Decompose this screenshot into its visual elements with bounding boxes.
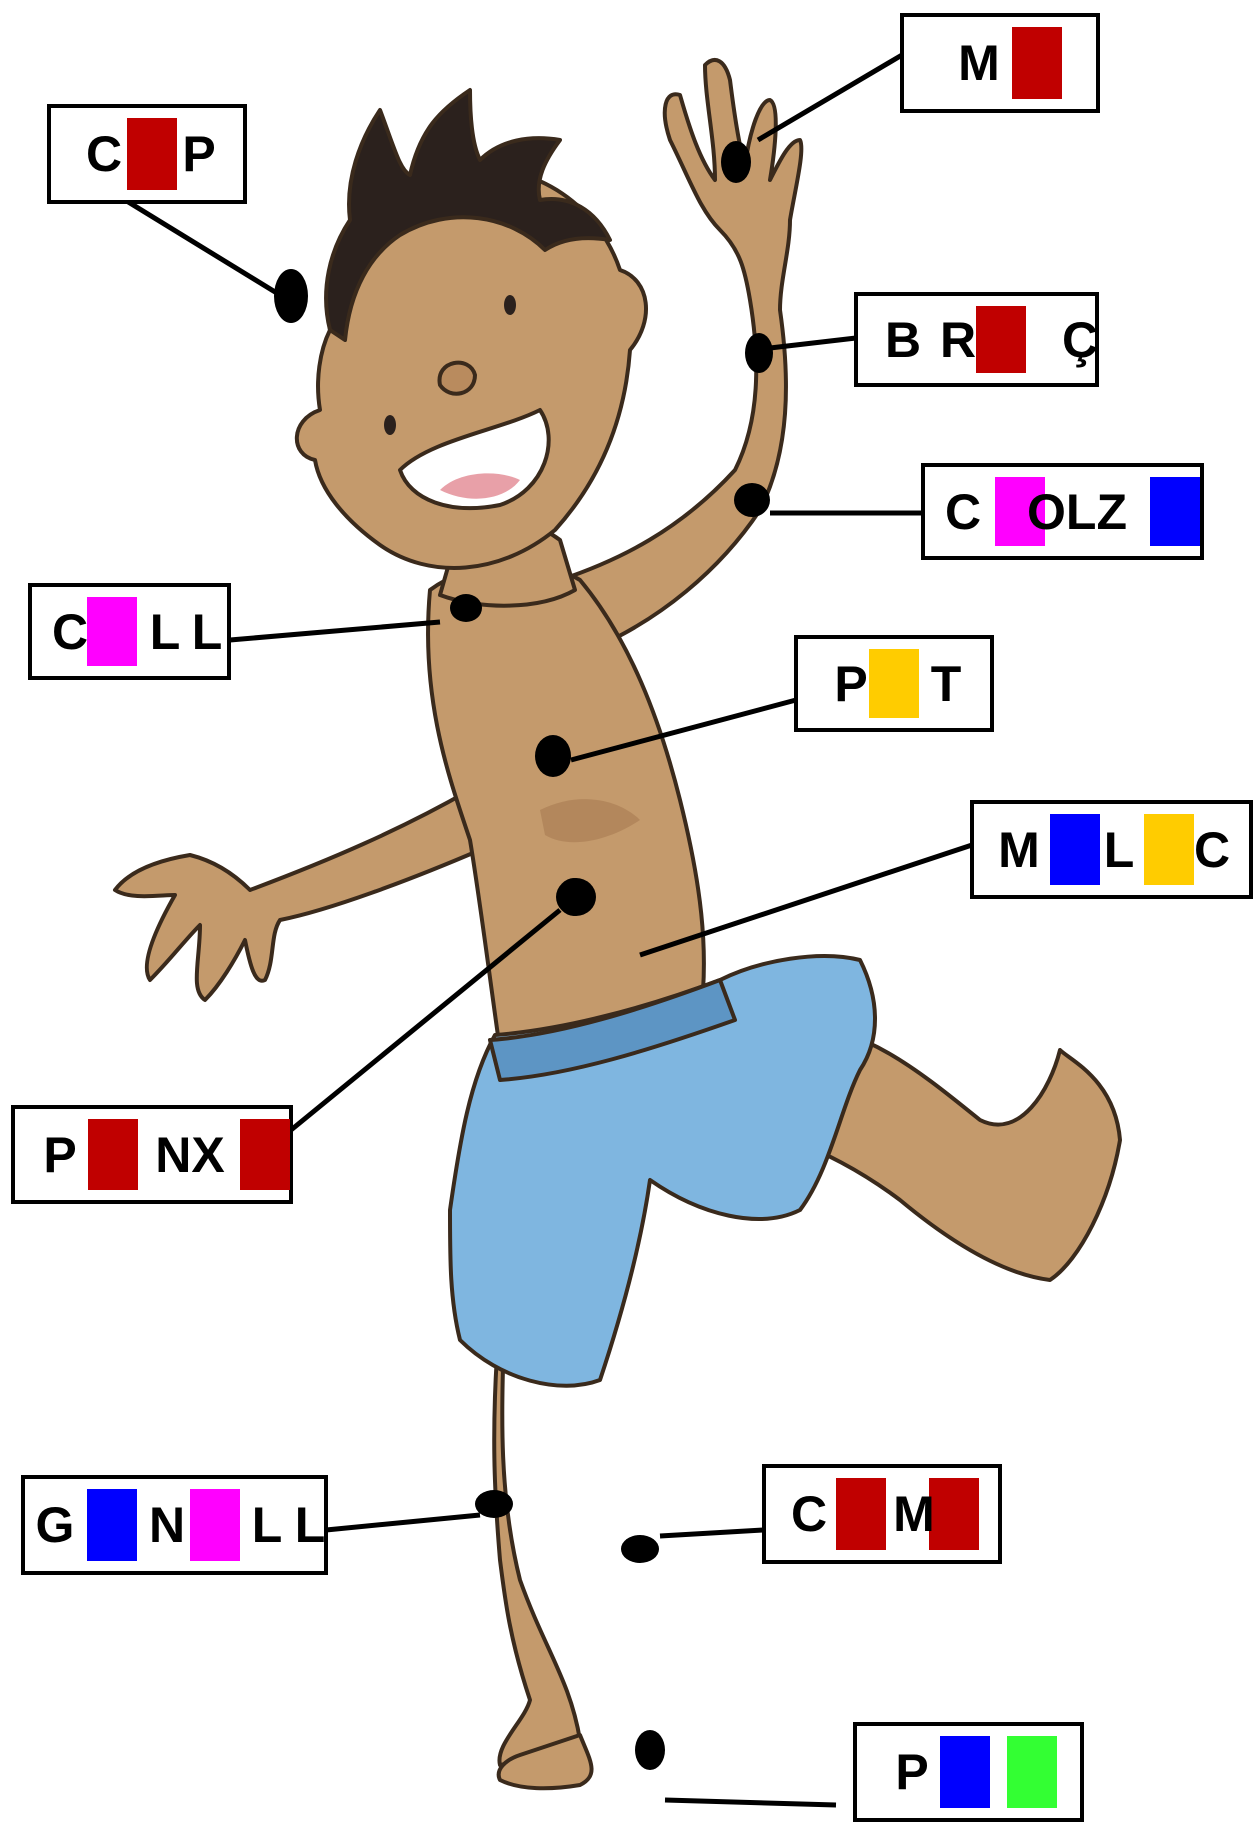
word-label-cotze: C OLZ (921, 463, 1204, 560)
connector-lines (123, 52, 973, 1808)
letter: P (895, 1744, 929, 1800)
letter: G (35, 1497, 75, 1553)
connector-line-genoll (325, 1512, 481, 1533)
letter: P (43, 1126, 77, 1183)
hair (324, 88, 612, 342)
letter: NX (155, 1126, 225, 1183)
letter: L (191, 603, 223, 660)
missing-letter-cell[interactable] (836, 1478, 886, 1550)
nose (437, 360, 477, 396)
letter: R (939, 311, 977, 368)
missing-letter-cell[interactable] (240, 1119, 290, 1190)
missing-letter-cell[interactable] (940, 1736, 990, 1808)
marker-dot-cap (274, 269, 308, 323)
letter: P (182, 126, 216, 182)
letter: L (149, 603, 181, 660)
letter: C (790, 1486, 828, 1542)
letter: N (148, 1497, 186, 1553)
missing-letter-cell[interactable] (976, 306, 1026, 373)
marker-dot-coll (450, 594, 482, 622)
word-label-panxa: P NX (11, 1105, 293, 1204)
letter: OLZ (1027, 483, 1127, 540)
marker-dot-panxa (556, 878, 596, 916)
marker-dot-peu (635, 1730, 665, 1770)
missing-letter-cell[interactable] (1050, 814, 1100, 885)
missing-letter-cell[interactable] (1012, 27, 1062, 99)
letter: L (294, 1497, 326, 1553)
missing-letter-cell[interactable] (127, 118, 177, 190)
letter: M (998, 821, 1040, 878)
connector-line-ma (756, 52, 904, 143)
left-arm (113, 788, 482, 1002)
missing-letter-cell[interactable] (1150, 477, 1200, 546)
connector-line-cama (659, 1527, 765, 1539)
connector-line-braco (769, 335, 857, 351)
missing-letter-cell[interactable] (929, 1478, 979, 1550)
boy-illustration (113, 58, 1122, 1791)
marker-dot-genoll (475, 1490, 513, 1518)
missing-letter-cell[interactable] (1144, 814, 1194, 885)
word-label-peu: P (853, 1722, 1084, 1822)
marker-dot-braco (745, 333, 773, 373)
marker-dot-pit (535, 735, 571, 777)
missing-letter-cell[interactable] (87, 1489, 137, 1561)
tongue (440, 473, 520, 499)
foot (496, 1733, 594, 1791)
marker-dot-ma (721, 141, 751, 183)
marker-dot-cama (621, 1535, 659, 1563)
missing-letter-cell[interactable] (869, 649, 919, 718)
connector-line-panxa (289, 908, 562, 1132)
marker-dot-cotze (734, 483, 770, 517)
connector-line-pit (570, 697, 797, 763)
missing-letter-cell[interactable] (88, 1119, 138, 1190)
letter: C (85, 126, 123, 182)
eye (384, 415, 396, 435)
missing-letter-cell[interactable] (87, 597, 137, 666)
letter: T (930, 655, 962, 712)
letter: P (834, 655, 868, 712)
letter: M (893, 1486, 935, 1542)
chest-shadow (540, 799, 640, 843)
eye (504, 295, 516, 315)
letter: C (1193, 821, 1231, 878)
missing-letter-cell[interactable] (995, 477, 1045, 546)
connector-line-peu (664, 1797, 837, 1808)
connector-line-melic (639, 842, 973, 958)
connector-line-coll (229, 619, 441, 643)
word-label-ma: M (900, 13, 1100, 113)
marker-dots (274, 141, 773, 1770)
letter: M (958, 35, 1000, 91)
letter: C (944, 483, 982, 540)
missing-letter-cell[interactable] (1007, 1736, 1057, 1808)
connector-line-cap (123, 197, 282, 298)
letter: Ç (1061, 311, 1099, 368)
raised-leg (788, 1026, 1122, 1282)
waistband (488, 978, 737, 1082)
letter: L (1103, 821, 1135, 878)
letter: B (884, 311, 922, 368)
letter: C (51, 603, 89, 660)
missing-letter-cell[interactable] (190, 1489, 240, 1561)
letter: L (251, 1497, 283, 1553)
